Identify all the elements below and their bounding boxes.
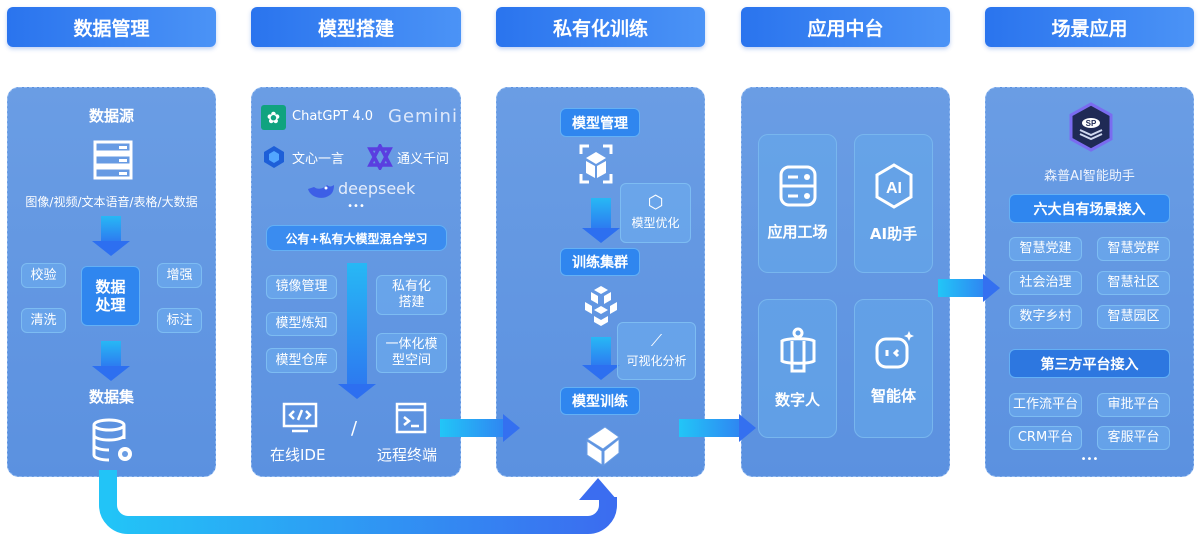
- integrated-model-space: 一体化模型空间: [376, 333, 447, 373]
- down-arrow: [92, 216, 130, 256]
- scene-chip[interactable]: 智慧园区: [1097, 305, 1170, 329]
- online-ide-label: 在线IDE: [270, 446, 326, 464]
- header-model-build: 模型搭建: [251, 7, 461, 47]
- hybrid-learning-bar: 公有+私有大模型混合学习: [266, 225, 447, 251]
- data-source-label: 数据源: [88, 107, 134, 125]
- tile-app-factory[interactable]: 应用工场: [758, 134, 837, 273]
- op-clean: 清洗: [21, 308, 66, 333]
- optimize-cube-icon: ⬡: [647, 192, 664, 213]
- tile-label: AI助手: [869, 225, 918, 243]
- ai-hexagon-icon: AI: [875, 163, 912, 209]
- image-management: 镜像管理: [266, 275, 337, 299]
- op-augment: 增强: [157, 263, 202, 288]
- down-arrow: [338, 263, 376, 399]
- server-icon: [93, 140, 133, 180]
- platform-chip[interactable]: 审批平台: [1097, 393, 1170, 417]
- tile-label: 应用工场: [767, 223, 828, 241]
- step-model-training: 模型训练: [560, 387, 640, 415]
- tile-label: 数字人: [774, 391, 820, 409]
- assistant-name: 森普AI智能助手: [1044, 169, 1135, 184]
- visual-analysis-card: ⟋ 可视化分析: [617, 322, 696, 380]
- model-optimize-card: ⬡ 模型优化: [620, 183, 691, 243]
- platform-chip[interactable]: 工作流平台: [1009, 393, 1082, 417]
- flow-arrow-build-to-training: [440, 414, 520, 442]
- op-validate: 校验: [21, 263, 66, 288]
- tile-ai-assistant[interactable]: AI AI助手: [854, 134, 933, 273]
- panel-private-training: 模型管理 ⬡ 模型优化 训练集群 ⟋ 可视化分析 模型训练: [496, 87, 705, 477]
- header-data-management: 数据管理: [7, 7, 216, 47]
- panel-app-platform: 应用工场 AI AI助手 数字人 智能体: [741, 87, 950, 477]
- header-private-training: 私有化训练: [496, 7, 705, 47]
- third-party-title: 第三方平台接入: [1009, 349, 1170, 378]
- dataset-label: 数据集: [88, 388, 134, 406]
- chatgpt-logo-icon: ✿: [261, 105, 286, 130]
- svg-text:AI: AI: [886, 180, 902, 197]
- panel-scene-apps: SP 森普AI智能助手 六大自有场景接入 智慧党建 智慧党群 社会治理 智慧社区…: [985, 87, 1194, 477]
- scene-chip[interactable]: 社会治理: [1009, 271, 1082, 295]
- header-app-platform: 应用中台: [741, 7, 950, 47]
- separator-slash: /: [351, 418, 358, 439]
- agent-robot-icon: [875, 331, 914, 369]
- model-wenxin: 文心一言: [292, 152, 345, 167]
- digital-human-icon: [780, 327, 815, 373]
- model-chatgpt: ChatGPT 4.0: [292, 109, 374, 124]
- step-training-cluster: 训练集群: [560, 248, 640, 276]
- tile-label: 智能体: [870, 387, 916, 405]
- visual-analysis-label: 可视化分析: [626, 354, 687, 368]
- more-models: •••: [347, 201, 365, 212]
- panel-model-build: ✿ ChatGPT 4.0 Gemini 文心一言 通义千问 deepseek …: [251, 87, 461, 477]
- wenxin-logo-icon: [264, 146, 284, 168]
- panel-data-management: 数据源 图像/视频/文本语音/表格/大数据 校验 清洗 增强 标注 数据处理 数…: [7, 87, 216, 477]
- down-arrow: [582, 337, 620, 380]
- model-refine: 模型炼知: [266, 312, 337, 336]
- terminal-icon: [395, 402, 427, 434]
- model-cube-icon: [579, 144, 613, 184]
- model-optimize-label: 模型优化: [631, 216, 680, 230]
- header-scene-apps: 场景应用: [985, 7, 1194, 47]
- assistant-logo-icon: SP: [1069, 102, 1113, 152]
- step-model-management: 模型管理: [560, 108, 640, 137]
- data-types-label: 图像/视频/文本语音/表格/大数据: [25, 195, 198, 209]
- scene-chip[interactable]: 数字乡村: [1009, 305, 1082, 329]
- model-deepseek: deepseek: [338, 179, 416, 198]
- database-gear-icon: [92, 418, 132, 462]
- scene-chip[interactable]: 智慧社区: [1097, 271, 1170, 295]
- cluster-cube-icon: [585, 286, 617, 326]
- scene-chip[interactable]: 智慧党群: [1097, 237, 1170, 261]
- chart-line-icon: ⟋: [650, 331, 663, 350]
- flow-arrow-training-to-platform: [679, 414, 756, 442]
- deepseek-logo-icon: [308, 185, 334, 198]
- private-build: 私有化搭建: [376, 275, 447, 315]
- platform-chip[interactable]: CRM平台: [1009, 426, 1082, 450]
- flow-arrow-platform-to-scenes: [938, 274, 1000, 302]
- tongyi-logo-icon: [367, 144, 393, 170]
- down-arrow: [582, 198, 620, 243]
- app-factory-icon: [779, 165, 816, 207]
- model-repository: 模型仓库: [266, 348, 337, 373]
- model-tongyi: 通义千问: [397, 152, 450, 167]
- own-scenes-title: 六大自有场景接入: [1009, 194, 1170, 223]
- svg-text:SP: SP: [1086, 119, 1097, 128]
- op-label: 标注: [157, 308, 202, 333]
- down-arrow: [92, 341, 130, 381]
- more-platforms: •••: [1080, 454, 1099, 465]
- code-ide-icon: [282, 402, 318, 433]
- flow-arrow-data-to-training: [99, 470, 617, 534]
- remote-terminal-label: 远程终端: [377, 446, 438, 464]
- training-cube-icon: [586, 426, 620, 467]
- data-processing: 数据处理: [81, 266, 140, 326]
- platform-chip[interactable]: 客服平台: [1097, 426, 1170, 450]
- tile-digital-human[interactable]: 数字人: [758, 299, 837, 438]
- tile-agent[interactable]: 智能体: [854, 299, 933, 438]
- model-gemini: Gemini: [388, 106, 458, 127]
- scene-chip[interactable]: 智慧党建: [1009, 237, 1082, 261]
